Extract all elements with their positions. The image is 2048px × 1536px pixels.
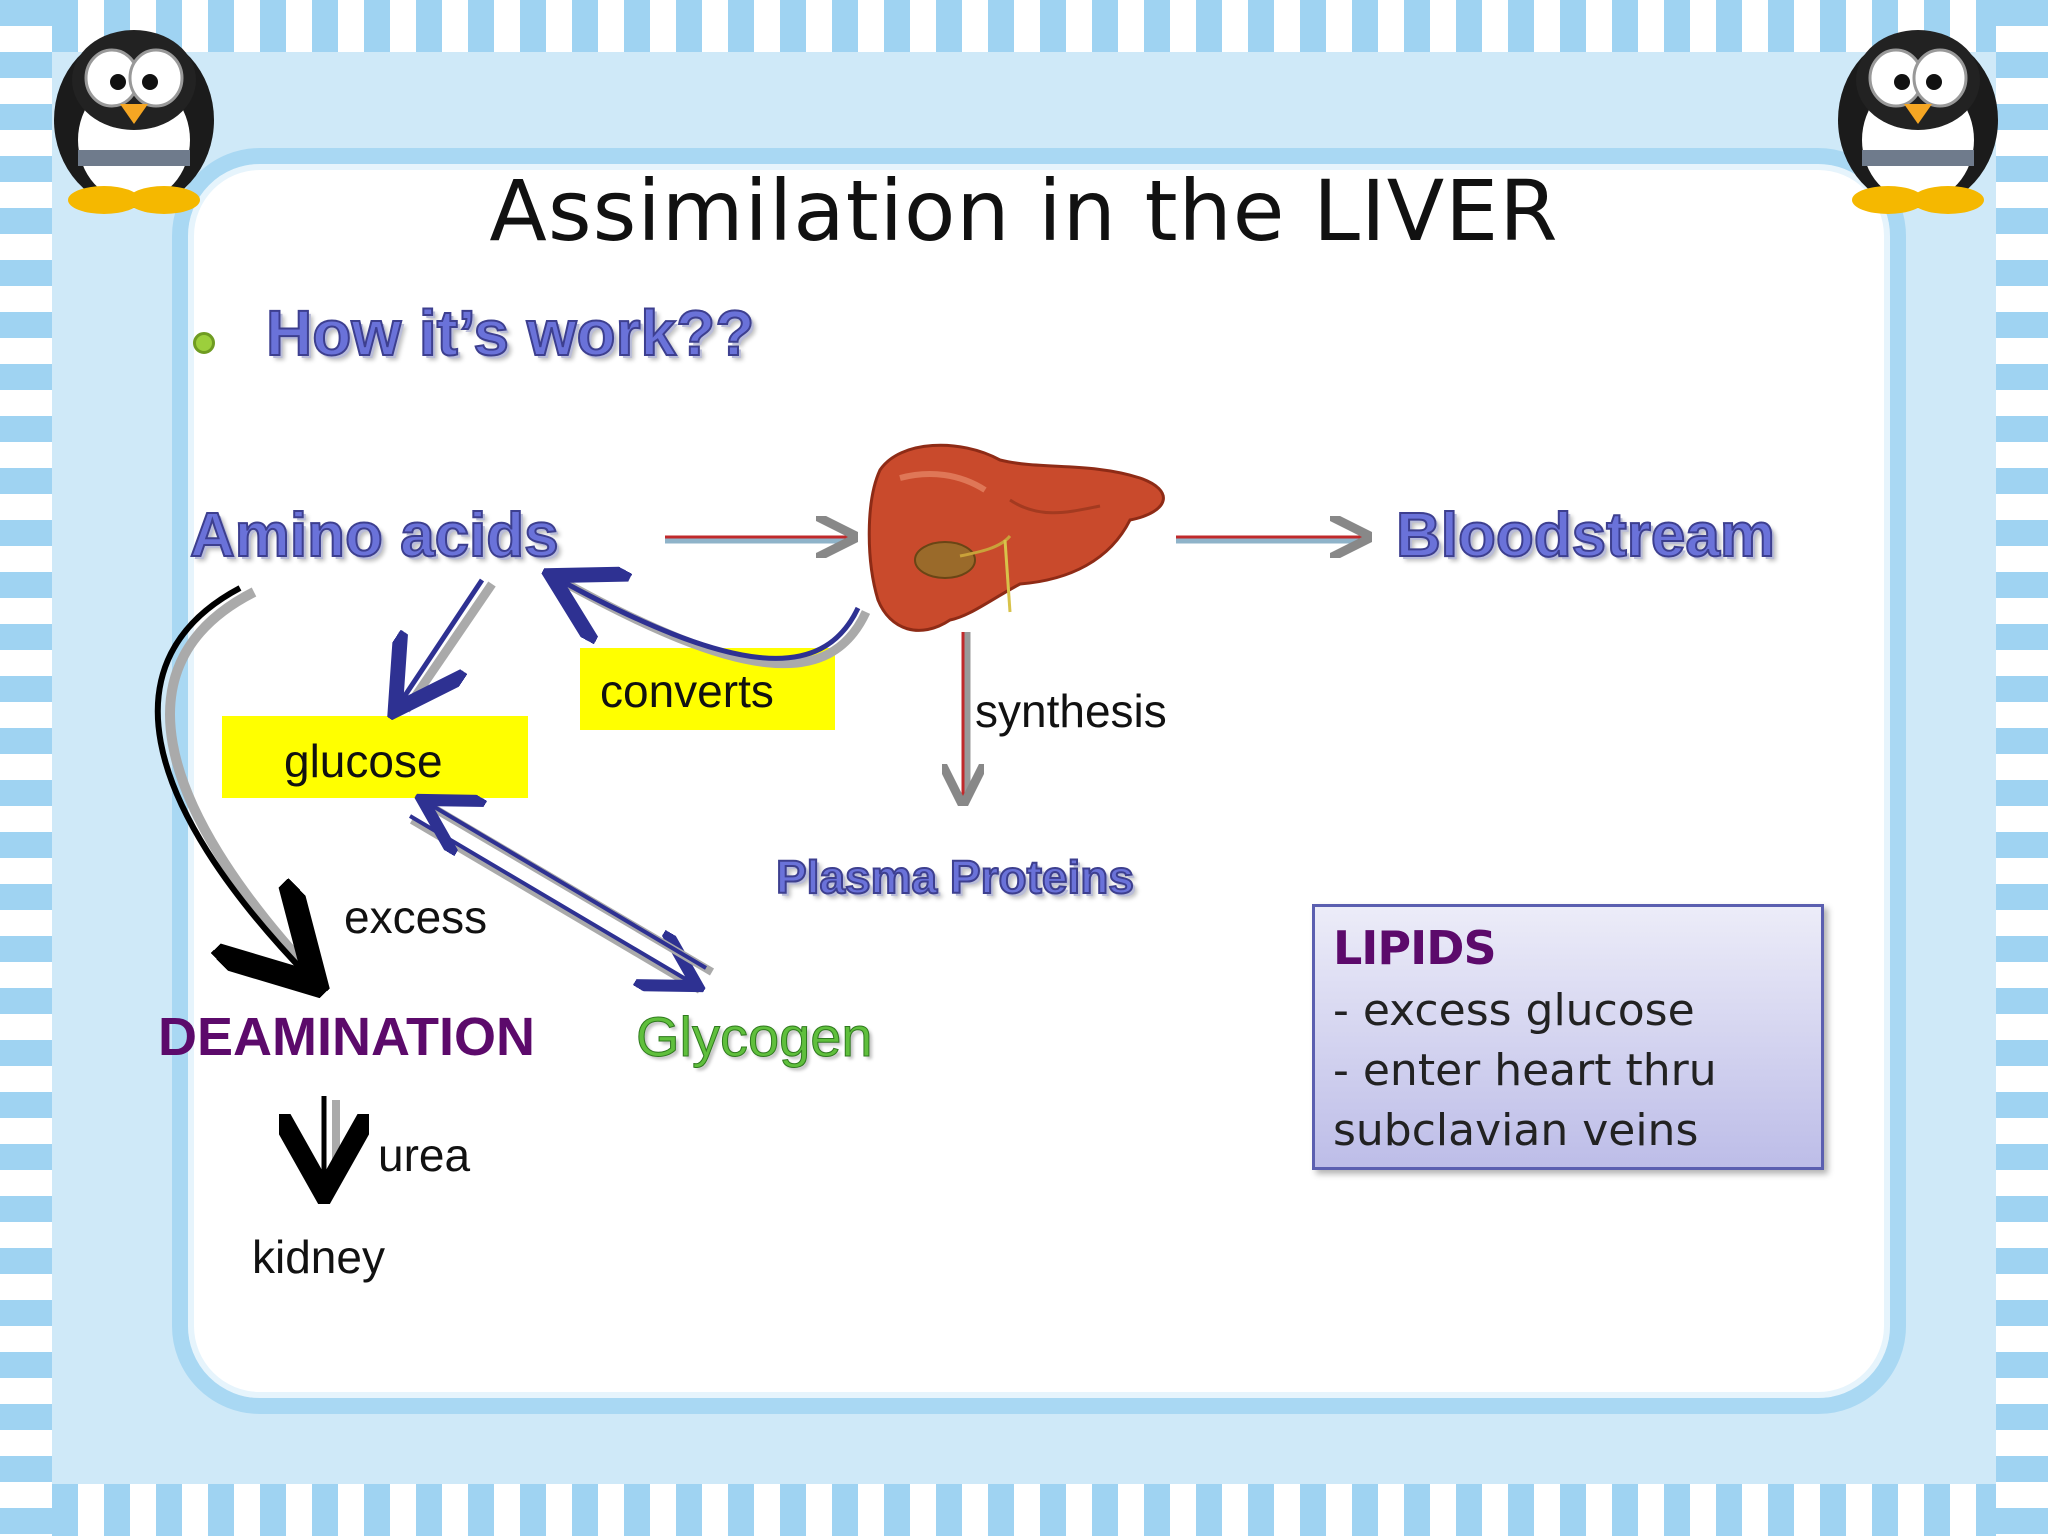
- lipids-callout: LIPIDS - excess glucose - enter heart th…: [1312, 904, 1824, 1170]
- bullet-icon: [193, 332, 215, 354]
- node-deamination: DEAMINATION: [158, 1007, 535, 1067]
- penguin-mascot-icon: [54, 30, 214, 214]
- border-stripes-right: [1996, 0, 2048, 1536]
- border-stripes-top: [0, 0, 2048, 52]
- node-glycogen: Glycogen: [636, 1005, 874, 1069]
- slide-subtitle: How it’s work??: [265, 296, 755, 370]
- node-amino-acids: Amino acids: [189, 500, 560, 571]
- node-glucose: glucose: [284, 735, 443, 787]
- node-bloodstream: Bloodstream: [1395, 500, 1776, 571]
- lipids-line: - enter heart thru: [1333, 1045, 1717, 1096]
- node-plasma-proteins: Plasma Proteins: [775, 850, 1135, 904]
- penguin-mascot-icon: [1838, 30, 1998, 214]
- label-excess: excess: [344, 891, 488, 943]
- slide-title: Assimilation in the LIVER: [489, 162, 1559, 260]
- border-stripes-left: [0, 0, 52, 1536]
- node-kidney: kidney: [252, 1231, 385, 1283]
- lipids-line: - excess glucose: [1333, 985, 1695, 1036]
- border-stripes-bottom: [0, 1484, 2048, 1536]
- label-converts: converts: [600, 665, 774, 717]
- label-urea: urea: [378, 1129, 471, 1181]
- lipids-title: LIPIDS: [1333, 921, 1497, 975]
- label-synthesis: synthesis: [975, 685, 1167, 737]
- lipids-line: subclavian veins: [1333, 1105, 1699, 1156]
